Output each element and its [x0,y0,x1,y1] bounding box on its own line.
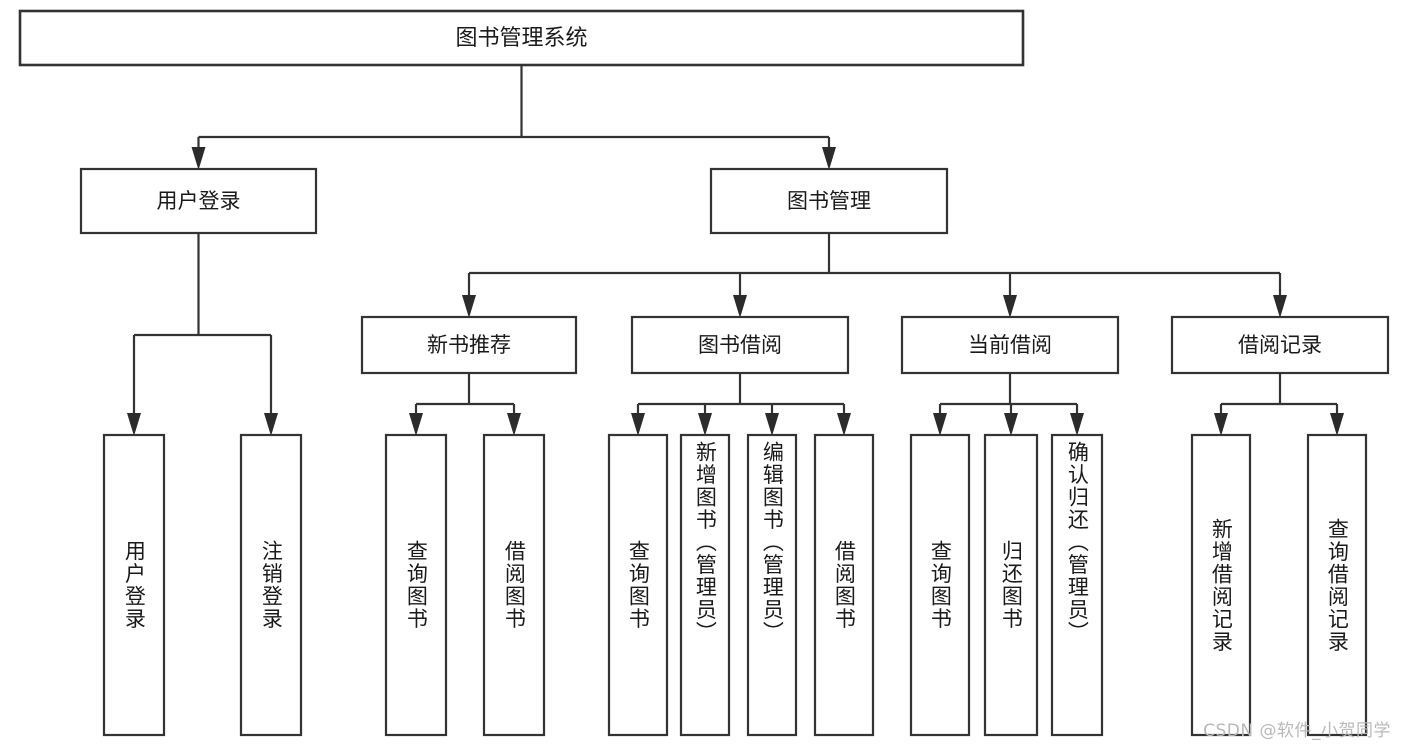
node-box-leaf-add-record[interactable] [1190,433,1252,737]
node-box-leaf-user-logout[interactable] [239,433,303,737]
arrow-head-icon [1214,413,1228,436]
node-box-leaf-query-record[interactable] [1306,433,1368,737]
arrow-head-icon [1003,295,1017,318]
node-box-leaf-query-book-1[interactable] [384,433,448,737]
arrow-head-icon [733,295,747,318]
node-label-borrow: 图书借阅 [698,333,782,357]
connector-layer [127,65,1344,436]
arrow-head-icon [631,413,645,436]
node-box-bookmgmt[interactable] [709,167,949,235]
arrow-head-icon [462,295,476,318]
node-label-newbook: 新书推荐 [427,333,511,357]
node-box-leaf-borrow-book-1[interactable] [482,433,546,737]
arrow-head-icon [1070,413,1084,436]
arrow-head-icon [1004,413,1018,436]
arrow-head-icon [837,413,851,436]
arrow-head-icon [698,413,712,436]
arrow-head-icon [822,147,836,170]
node-box-layer [18,9,1390,737]
node-box-borrow[interactable] [630,315,850,375]
watermark: CSDN @软件_小贺同学 [1203,721,1391,741]
arrow-head-icon [264,413,278,436]
arrow-head-icon [765,413,779,436]
arrow-head-icon [127,413,141,436]
node-box-leaf-query-book-3[interactable] [909,433,971,737]
node-box-newbook[interactable] [360,315,578,375]
arrow-head-icon [1273,295,1287,318]
arrow-head-icon [409,413,423,436]
node-box-leaf-borrow-book-2[interactable] [813,433,875,737]
arrow-head-icon [1330,413,1344,436]
arrow-head-icon [507,413,521,436]
node-box-leaf-add-book[interactable] [679,433,731,737]
node-box-leaf-return-book[interactable] [983,433,1039,737]
node-box-leaf-user-login[interactable] [102,433,166,737]
node-box-login[interactable] [79,167,318,235]
node-box-record[interactable] [1170,315,1390,375]
node-label-bookmgmt: 图书管理 [787,189,871,213]
node-label-root: 图书管理系统 [455,26,587,51]
node-box-leaf-edit-book[interactable] [746,433,798,737]
node-box-leaf-confirm-return[interactable] [1050,433,1104,737]
node-label-record: 借阅记录 [1238,333,1322,357]
arrow-head-icon [933,413,947,436]
node-box-root[interactable] [18,9,1025,67]
node-box-current[interactable] [900,315,1120,375]
node-box-leaf-query-book-2[interactable] [607,433,669,737]
arrow-head-icon [191,147,206,170]
node-label-current: 当前借阅 [968,333,1052,357]
node-label-login: 用户登录 [157,189,241,213]
